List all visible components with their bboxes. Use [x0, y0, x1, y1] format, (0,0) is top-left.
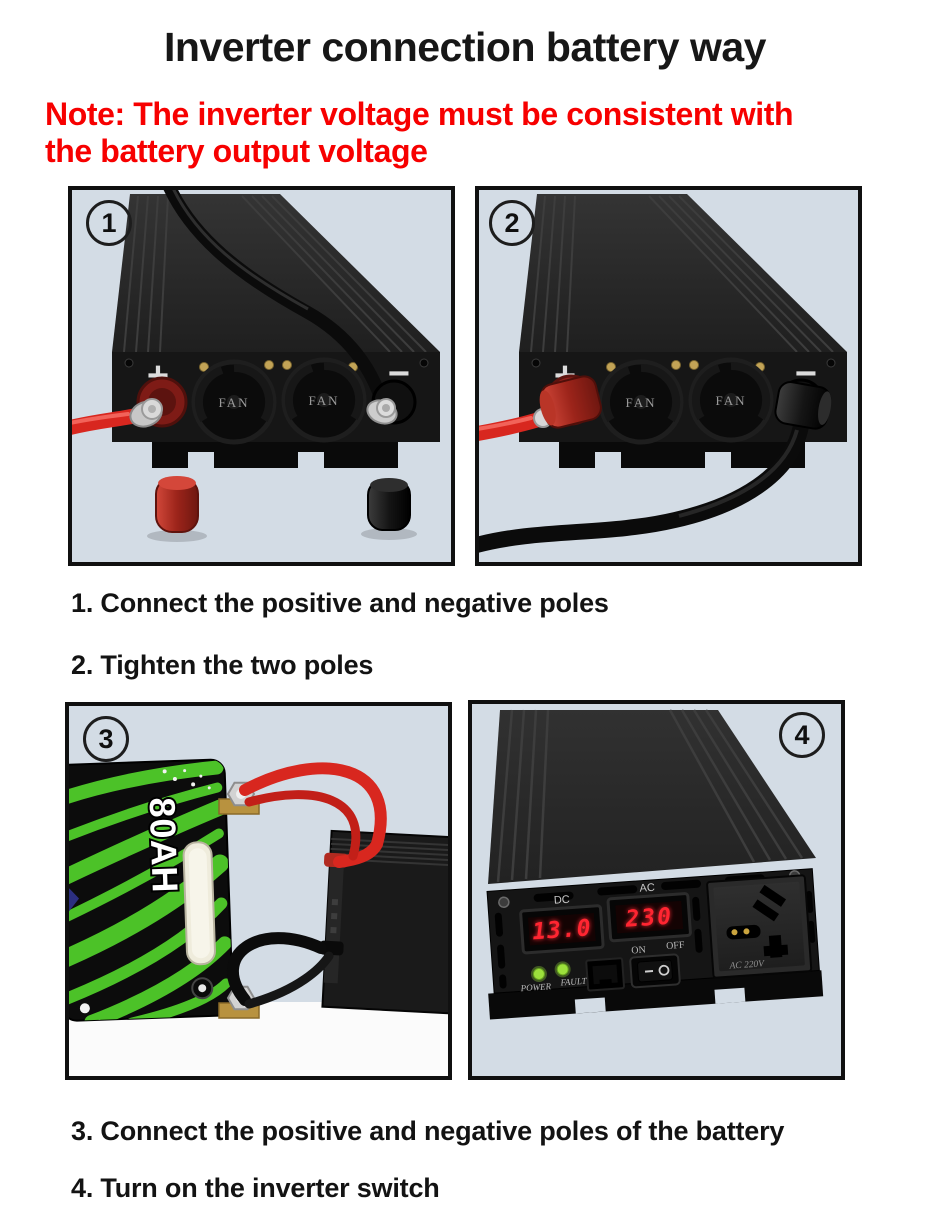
- black-cable: [479, 418, 809, 553]
- warning-note-line1: Note: The inverter voltage must be consi…: [45, 96, 794, 132]
- negative-terminal-capped: [479, 378, 832, 553]
- outlet-holes: [726, 884, 789, 958]
- photo-step2-tighten-poles: + − FAN FAN: [475, 186, 862, 566]
- dc-value: 13.0: [531, 915, 592, 945]
- cooling-fan-right: FAN: [688, 357, 774, 443]
- inverter-rear-illustration-2: + − FAN FAN: [479, 194, 847, 553]
- negative-terminal: [366, 379, 417, 425]
- fault-led-label: FAULT: [559, 976, 588, 988]
- mounting-flange: [488, 970, 824, 1020]
- battery: 80AH: [69, 758, 234, 1022]
- corner-screw-icon: [826, 358, 836, 368]
- positive-terminal-capped: [479, 374, 602, 441]
- photo-step3-connect-battery: 80AH: [65, 702, 452, 1080]
- step-2-badge: 2: [489, 200, 535, 246]
- case-top-face: [519, 194, 847, 352]
- ac-voltage-display: 230 230: [606, 892, 692, 943]
- remote-port: [585, 957, 625, 992]
- inverter-rear-illustration-1: + − FAN FAN: [72, 190, 440, 542]
- battery-capacity-label: 80AH: [142, 797, 186, 894]
- flange: [152, 442, 398, 468]
- step-3-badge: 3: [83, 716, 129, 762]
- step-4-badge: 4: [779, 712, 825, 758]
- battery-led-bar-inner: [188, 848, 210, 959]
- inverter-front-illustration: DC 13.0 13.0 AC 230 230 ON OFF: [472, 704, 841, 1076]
- flange: [559, 442, 805, 468]
- fan-label: FAN: [308, 393, 339, 408]
- step-1-badge: 1: [86, 200, 132, 246]
- dc-label: DC: [553, 894, 570, 907]
- ac-value: 230: [624, 904, 674, 933]
- warning-note-line2: the battery output voltage: [45, 133, 428, 169]
- photo-step4-turn-on-switch: DC 13.0 13.0 AC 230 230 ON OFF: [468, 700, 845, 1080]
- case-ridge-lines: [123, 195, 427, 353]
- case-ridge-lines: [530, 195, 834, 353]
- ac-outlet[interactable]: AC 220V: [706, 874, 813, 979]
- black-jumper-cable: [226, 932, 334, 1009]
- status-leds: [530, 961, 571, 982]
- dc-value-glow: 13.0: [531, 915, 592, 945]
- page-title: Inverter connection battery way: [164, 24, 766, 70]
- black-protective-cap: [361, 478, 417, 540]
- battery-button-dot: [198, 984, 207, 993]
- photo-step1-connect-poles: + − FAN FAN: [68, 186, 455, 566]
- paint-splatter: [79, 769, 211, 1022]
- red-jumper-cable: [239, 762, 387, 868]
- on-label: ON: [631, 945, 646, 957]
- power-led-label: POWER: [519, 981, 552, 993]
- instruction-step-4: 4. Turn on the inverter switch: [71, 1173, 440, 1203]
- outlet-voltage-label: AC 220V: [728, 959, 765, 972]
- fan-label: FAN: [218, 395, 249, 410]
- red-cable: [479, 412, 545, 441]
- cooling-fan-left: FAN: [598, 359, 684, 445]
- ac-value-glow: 230: [624, 904, 674, 933]
- cooling-fan-right: FAN: [281, 357, 367, 443]
- red-cable: [72, 408, 142, 435]
- corner-screw-icon: [419, 358, 429, 368]
- corner-screw-icon: [531, 358, 541, 368]
- off-label: OFF: [666, 940, 686, 952]
- power-switch[interactable]: [629, 953, 681, 989]
- black-cable: [163, 190, 389, 409]
- cooling-fan-left: FAN: [191, 359, 277, 445]
- battery-connection-illustration: 80AH: [69, 706, 448, 1076]
- warning-note: Note: The inverter voltage must be consi…: [45, 96, 910, 170]
- red-protective-cap: [147, 476, 207, 542]
- corner-screw-icon: [124, 358, 134, 368]
- case-ridge-lines: [496, 709, 804, 883]
- instruction-step-3: 3. Connect the positive and negative pol…: [71, 1116, 785, 1146]
- front-panel: DC 13.0 13.0 AC 230 230 ON OFF: [486, 868, 824, 1020]
- positive-terminal: [72, 376, 188, 435]
- instruction-step-2: 2. Tighten the two poles: [71, 650, 374, 680]
- dc-voltage-display: 13.0 13.0: [519, 904, 605, 955]
- fan-label: FAN: [625, 395, 656, 410]
- instruction-step-1: 1. Connect the positive and negative pol…: [71, 588, 609, 618]
- fan-label: FAN: [715, 393, 746, 408]
- ac-label: AC: [639, 882, 655, 895]
